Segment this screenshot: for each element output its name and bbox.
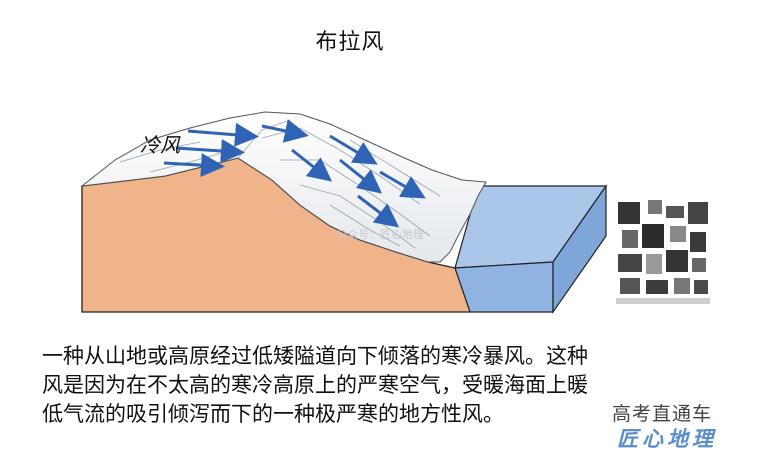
wind-arrows <box>163 119 426 228</box>
sea-front <box>454 261 554 313</box>
cold-wind-label: 冷风 <box>140 133 181 157</box>
wind-arrow <box>357 194 400 228</box>
caption-line: 低气流的吸引倾泻而下的一种极严寒的地方性风。 <box>42 402 504 426</box>
wind-arrow <box>339 158 383 194</box>
wind-arrow <box>175 139 245 163</box>
wind-arrow <box>187 122 259 147</box>
diagram-title: 布拉风 <box>315 30 385 55</box>
watermark-line2: 匠心地理 <box>617 427 717 451</box>
wind-arrow <box>291 148 333 182</box>
wind-arrow <box>163 153 225 178</box>
bora-wind-diagram: 冷风 公众号：匠心地理 <box>80 111 608 314</box>
caption-line: 风是因为在不太高的寒冷高原上的严寒空气，受暖海面上暖 <box>42 373 588 397</box>
wind-arrow <box>379 170 426 199</box>
wind-arrow <box>261 119 309 143</box>
caption-line: 一种从山地或高原经过低矮隘道向下倾落的寒冷暴风。这种 <box>42 344 588 368</box>
blurred-qr-code <box>616 200 710 304</box>
wind-arrow <box>329 134 378 165</box>
caption-text: 一种从山地或高原经过低矮隘道向下倾落的寒冷暴风。这种 风是因为在不太高的寒冷高原… <box>42 342 682 429</box>
sea-side <box>552 184 607 314</box>
overlay-watermark: 公众号：匠心地理 <box>336 228 424 241</box>
watermark-line1: 高考直通车 <box>612 403 713 425</box>
